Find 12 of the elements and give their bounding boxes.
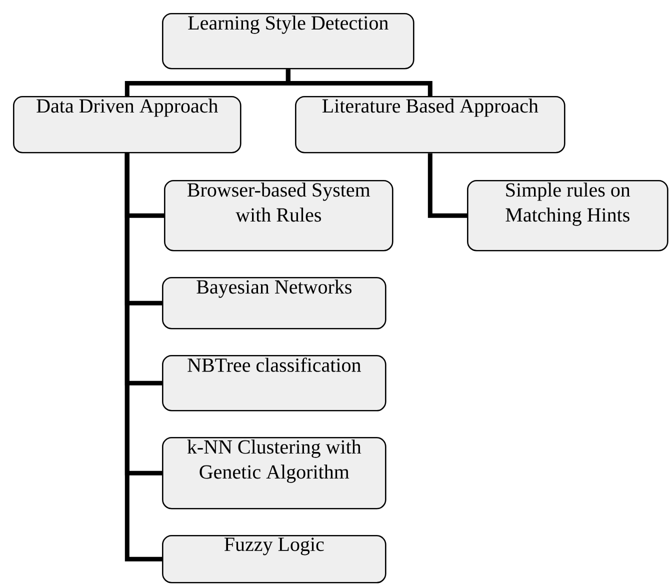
process-box: Bayesian Networks [162, 277, 386, 330]
process-box: k-NN Clustering with Genetic Algorithm [162, 437, 386, 510]
connector-line [428, 153, 467, 218]
process-box: Browser-based System with Rules [164, 180, 394, 252]
connector-line [124, 153, 162, 562]
process-box: Simple rules on Matching Hints [467, 180, 668, 252]
process-box: Literature Based Approach [295, 96, 566, 154]
process-box: Fuzzy Logic [162, 535, 386, 584]
connector-line [286, 69, 432, 96]
process-box: NBTree classification [162, 355, 386, 412]
process-box: Learning Style Detection [162, 13, 414, 70]
process-box: Data Driven Approach [13, 96, 242, 154]
